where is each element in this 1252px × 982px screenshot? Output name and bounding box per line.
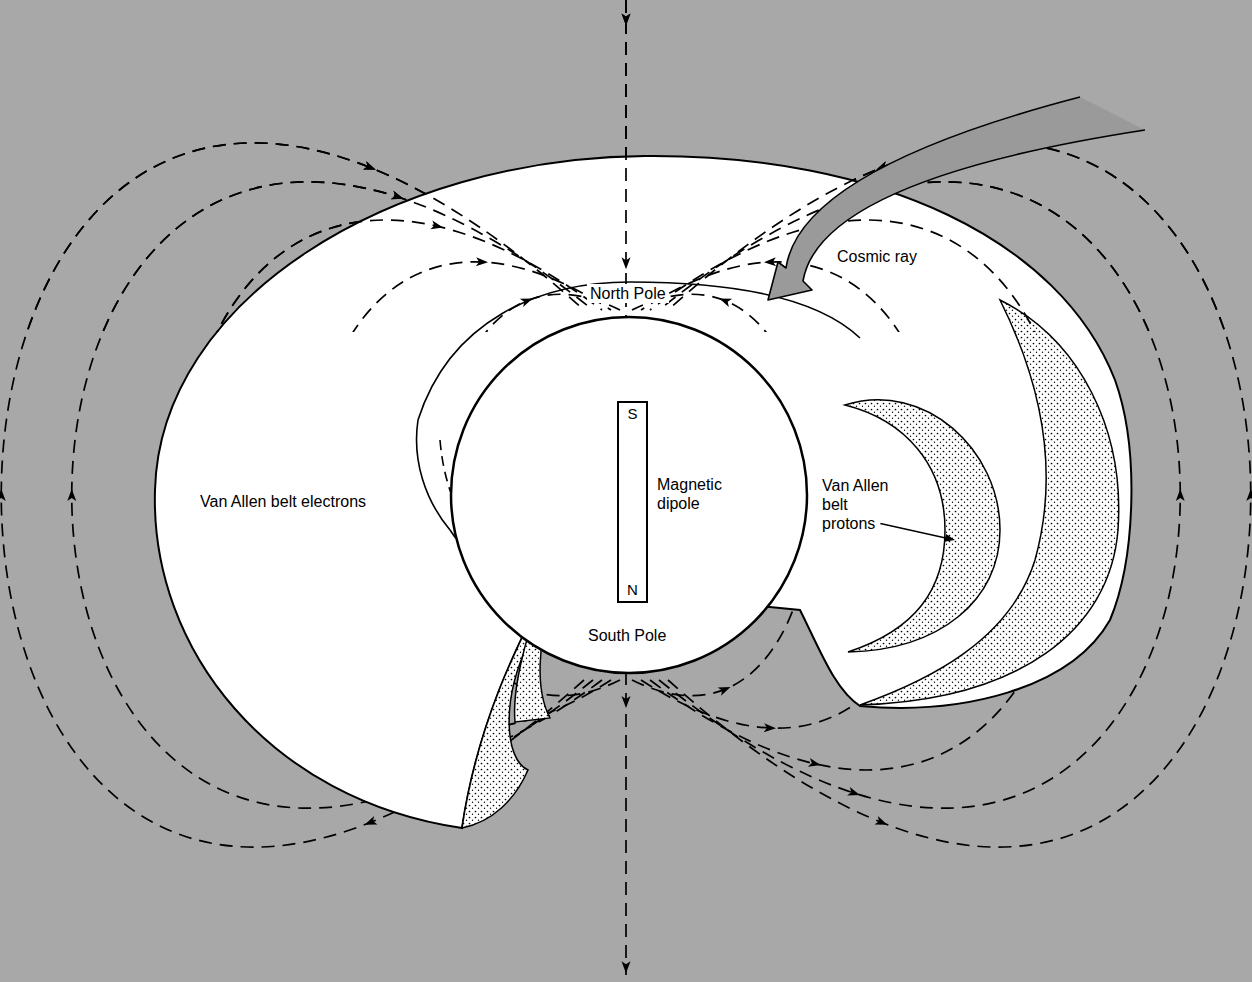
field-line <box>668 143 1251 332</box>
leader-line <box>880 524 949 539</box>
field-line <box>650 220 1071 332</box>
pole-label: South Pole <box>585 626 669 645</box>
field-line <box>659 182 1180 332</box>
belt-outline <box>155 156 1132 828</box>
field-arrow <box>363 161 377 174</box>
earth-outline <box>451 317 807 673</box>
field-arrow <box>622 14 631 26</box>
field-line <box>72 182 593 332</box>
field-arrow <box>0 489 6 501</box>
field-arrow <box>622 961 631 973</box>
field-arrow <box>622 696 631 708</box>
pole-letter: S <box>627 406 637 423</box>
field-arrow <box>391 191 405 203</box>
leader-arrowhead <box>944 534 955 544</box>
bar-magnet: SN <box>617 401 648 603</box>
field-arrow <box>764 723 776 733</box>
field-line <box>310 262 611 332</box>
field-line <box>1 143 584 332</box>
field-arrow <box>718 683 732 696</box>
ray-label: Cosmic ray <box>834 247 920 266</box>
field-arrow <box>363 816 377 829</box>
field-arrow <box>718 294 732 307</box>
field-arrow <box>875 816 889 829</box>
field-line <box>181 220 602 332</box>
belt-label: Van Allen belt protons <box>822 476 904 533</box>
field-arrow <box>1246 489 1252 501</box>
field-arrow <box>476 257 488 267</box>
cosmic-ray-arrow <box>768 97 1145 300</box>
field-arrow <box>430 220 444 231</box>
field-arrow <box>391 191 405 203</box>
field-arrow <box>622 14 631 26</box>
dipole-label: Magnetic dipole <box>657 475 741 513</box>
field-arrow <box>847 787 861 799</box>
field-arrow <box>622 257 631 269</box>
field-arrow <box>1176 489 1185 501</box>
pole-label: North Pole <box>587 284 669 303</box>
field-arrow <box>67 489 76 501</box>
field-arrow <box>764 257 776 267</box>
earth-circle: Magnetic dipoleSN <box>449 315 809 675</box>
field-arrow <box>808 758 822 769</box>
belt-label: Van Allen belt electrons <box>200 492 366 511</box>
pole-letter: N <box>627 582 638 599</box>
field-lines <box>0 0 1252 332</box>
field-arrow <box>363 161 377 174</box>
